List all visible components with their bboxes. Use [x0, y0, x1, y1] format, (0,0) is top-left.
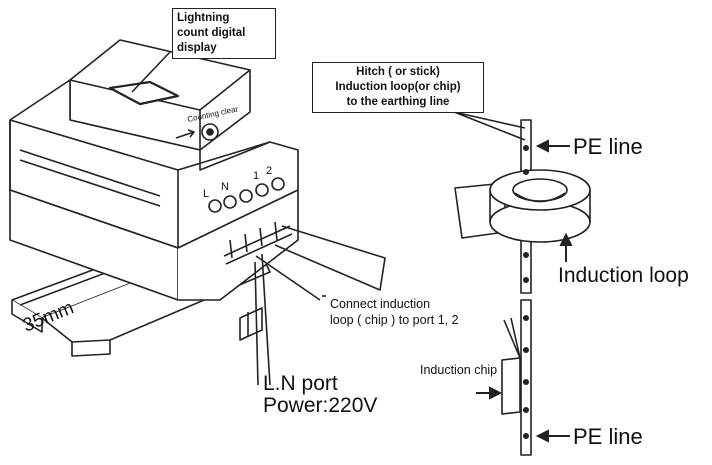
arrow-chip	[489, 386, 503, 400]
hitch-callout-line-3: to the earthing line	[346, 96, 450, 108]
induction-chip-shape	[501, 317, 521, 415]
hitch-callout-line-1: Hitch ( or stick)	[356, 66, 440, 78]
connect-note-line-2: loop ( chip ) to port 1, 2	[330, 313, 459, 327]
induction-chip-label: Induction chip	[420, 363, 498, 377]
lightning-callout-line-2: count digital	[177, 27, 246, 39]
hitch-callout: Hitch ( or stick) Induction loop(or chip…	[312, 62, 484, 113]
arrow-pe-bottom	[535, 429, 549, 443]
strip-dot-marks	[523, 145, 529, 439]
leader-connect	[255, 255, 321, 301]
induction-loop-shape	[454, 169, 591, 243]
induction-loop-label: Induction loop	[558, 264, 689, 287]
cable-to-loop	[274, 225, 386, 291]
arrow-pe-top	[535, 139, 549, 153]
digital-display	[108, 80, 180, 106]
pe-line-bottom-label: PE line	[573, 424, 643, 449]
pe-line-top-label: PE line	[573, 134, 643, 159]
power-label: Power:220V	[263, 394, 378, 417]
lightning-callout-line-1: Lightning	[177, 12, 230, 24]
leader-hitch	[443, 107, 526, 141]
counting-clear-button-shape	[175, 123, 219, 141]
hitch-callout-line-2: Induction loop(or chip)	[335, 81, 461, 93]
leader-display	[131, 51, 171, 93]
connect-induction-note: Connect induction loop ( chip ) to port …	[330, 296, 459, 328]
connect-note-line-1: Connect induction	[330, 297, 431, 311]
arrows	[476, 139, 573, 443]
lightning-callout-line-3: display	[177, 42, 217, 54]
lightning-display-callout: Lightning count digital display	[172, 8, 276, 59]
ln-port-label: L.N port	[263, 372, 338, 395]
port-letter-1: 1	[253, 170, 259, 182]
port-letter-2: 2	[266, 165, 272, 177]
port-letter-N: N	[221, 181, 229, 193]
leader-ln-port	[254, 253, 271, 386]
port-letter-L: L	[203, 188, 209, 200]
terminal-screws	[208, 177, 293, 265]
